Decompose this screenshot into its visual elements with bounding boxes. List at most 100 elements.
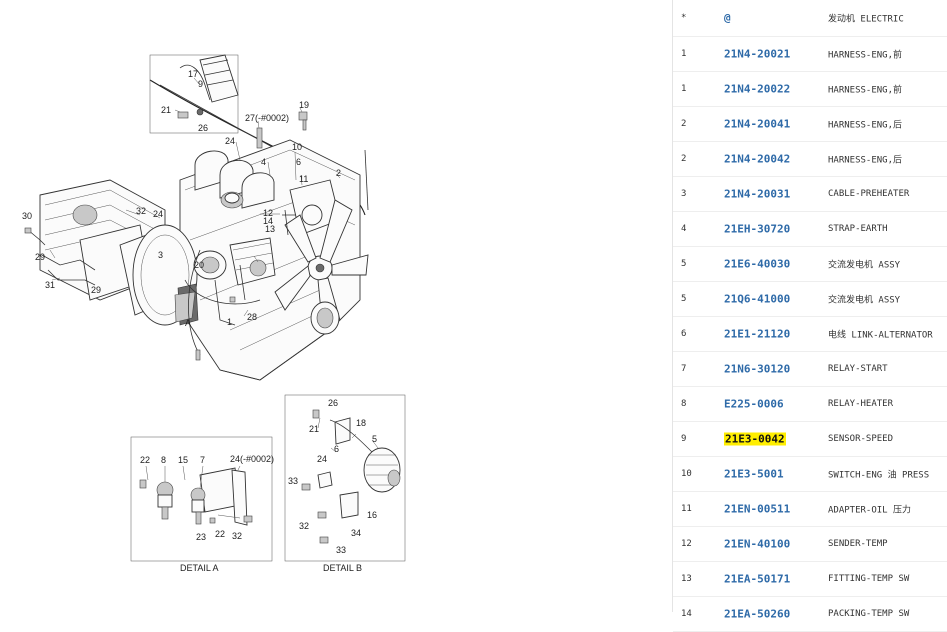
callout: 31 [45,280,55,290]
parts-row: 12 21EN-40100 SENDER-TEMP [673,527,947,562]
callout: 22 [140,455,150,465]
part-number-link[interactable]: 21N4-20021 [724,47,791,61]
callout: 19 [299,100,309,110]
part-number-link[interactable]: 21N4-20031 [724,187,791,201]
part-number-link[interactable]: E225-0006 [724,397,784,411]
parts-row: *@发动机 ELECTRIC [673,0,947,37]
part-description: HARNESS-ENG,前 [828,50,903,61]
part-description: STRAP-EARTH [828,224,888,234]
callout: 6 [296,157,301,167]
part-number-link[interactable]: 21N4-20041 [724,117,791,131]
callout: 5 [372,434,377,444]
callout: 11 [299,174,308,184]
part-number-link[interactable]: 21E6-40030 [724,257,791,271]
item-number: 6 [681,329,687,339]
callout: 14 [263,216,273,226]
part-number-link[interactable]: 21EN-40100 [724,537,791,551]
parts-row: 1 21N4-20021 HARNESS-ENG,前 [673,37,947,72]
parts-row: 2 21N4-20042 HARNESS-ENG,后 [673,142,947,177]
callout: 33 [288,476,298,486]
part-description: 交流发电机 ASSY [828,260,901,271]
item-number: * [681,13,687,23]
callout: 12 [263,208,273,218]
callout: 26 [198,123,208,133]
part-number-link[interactable]: 21EA-50260 [724,607,791,621]
parts-row: 5 21Q6-41000 交流发电机 ASSY [673,282,947,317]
callout: 24(-#0002) [230,454,274,464]
callout: 24 [317,454,327,464]
callout: A [185,318,191,328]
item-number: 2 [681,154,687,164]
callout: 17 [188,69,198,79]
part-number-link[interactable]: 21E1-21120 [724,327,791,341]
callout: 1 [227,317,232,327]
item-number: 9 [681,434,687,444]
callout: 24 [225,136,235,146]
item-number: 1 [681,49,687,59]
callout: 2 [336,168,341,178]
detail-a-drawing [130,436,273,562]
callout: 26 [328,398,338,408]
item-number: 3 [681,189,687,199]
item-number: 5 [681,259,687,269]
part-number-link[interactable]: 21Q6-41000 [724,292,791,306]
part-number-link-highlighted[interactable]: 21E3-0042 [724,432,786,446]
callout: 20 [194,260,204,270]
item-number: 12 [681,539,692,549]
part-number-link[interactable]: 21N6-30120 [724,362,791,376]
detail-a-label: DETAIL A [180,563,219,573]
parts-row: 8 E225-0006 RELAY-HEATER [673,387,947,422]
callout: 29 [91,285,101,295]
callout: 3 [158,250,163,260]
callout: 34 [351,528,361,538]
part-number-link[interactable]: 21EA-50171 [724,572,791,586]
part-description: HARNESS-ENG,后 [828,155,903,166]
part-description: SENSOR-SPEED [828,434,894,444]
part-description: RELAY-HEATER [828,399,894,409]
part-description: SWITCH-ENG 油 PRESS [828,470,930,481]
callout: 28 [247,312,257,322]
engine-assembly-drawing [24,54,369,381]
callout: 4 [261,157,266,167]
part-number-link[interactable]: 21EN-00511 [724,502,791,516]
item-number: 8 [681,399,687,409]
detail-b-label: DETAIL B [323,563,362,573]
callout: 7 [200,455,205,465]
part-number-link[interactable]: 21N4-20042 [724,152,791,166]
item-number: 2 [681,119,687,129]
parts-row: 9 21E3-0042 SENSOR-SPEED [673,422,947,457]
callout: 30 [22,211,32,221]
callout-labels: 17 9 21 26 19 27(-#0002) 24 4 10 6 11 2 … [22,69,377,555]
callout: 9 [198,79,203,89]
callout: 32 [232,531,242,541]
callout: 21 [161,105,171,115]
item-number: 1 [681,84,687,94]
callout: 8 [161,455,166,465]
part-description: HARNESS-ENG,后 [828,120,903,131]
callout: 29 [35,252,45,262]
part-number-link[interactable]: 21E3-5001 [724,467,784,481]
item-number: 7 [681,364,687,374]
part-description: ADAPTER-OIL 压力 [828,505,912,516]
part-number-link[interactable]: 21N4-20022 [724,82,791,96]
callout: 21 [309,424,319,434]
item-number: 5 [681,294,687,304]
part-description: SENDER-TEMP [828,539,888,549]
part-description: 交流发电机 ASSY [828,295,901,306]
item-number: 14 [681,609,692,619]
callout: 33 [336,545,346,555]
parts-row: 5 21E6-40030 交流发电机 ASSY [673,247,947,282]
item-number: 13 [681,574,692,584]
part-number-link[interactable]: 21EH-30720 [724,222,791,236]
callout: 15 [178,455,188,465]
part-number-link[interactable]: @ [724,11,731,25]
